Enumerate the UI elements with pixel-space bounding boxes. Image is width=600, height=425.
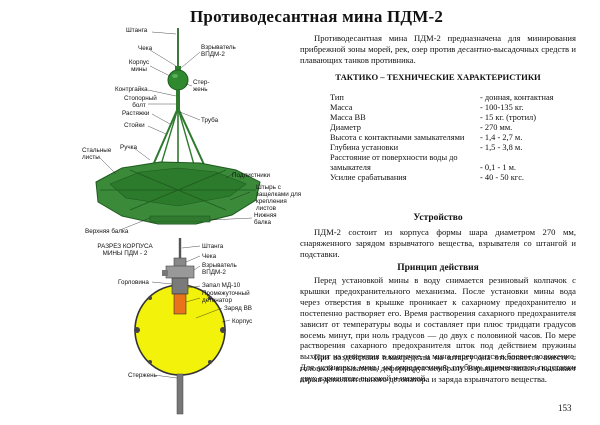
spec-row: Масса ВВ- 15 кг. (тротил) <box>330 112 537 122</box>
principle-heading: Принцип действия <box>397 263 479 273</box>
intro-paragraph: Противодесантная мина ПДМ-2 предназначен… <box>300 33 576 65</box>
label-tube: Труба <box>201 117 219 124</box>
label-lower-beam: Нижняя балка <box>254 212 277 226</box>
section-label-fuze: Взрыватель ВПДМ-2 <box>202 262 237 276</box>
section-label-rod: Штанга <box>202 243 224 250</box>
spec-row: Диаметр- 270 мм. <box>330 122 513 132</box>
fuze-head-shape <box>175 66 181 72</box>
page-number: 153 <box>558 403 572 413</box>
label-stop-bolt: Стопорный болт <box>124 95 157 109</box>
tube-shape <box>176 90 180 112</box>
spec-row: Расстояние от поверхности воды до замыка… <box>330 152 517 172</box>
label-pin: Чека <box>138 45 153 52</box>
label-core: Стер- жень <box>193 79 210 93</box>
label-handle: Ручка <box>120 144 138 151</box>
section-neck-shape <box>171 277 189 295</box>
section-label-shell: Корпус <box>232 318 253 325</box>
mine-assembly-diagram <box>95 28 261 231</box>
spec-row: Тип- донная, контактная <box>330 93 554 102</box>
section-label-detonator-cap: Запал МД-10 <box>202 282 241 289</box>
device-paragraph: ПДМ-2 состоит из корпуса формы шара диам… <box>300 227 576 259</box>
label-fuze: Взрыватель ВПДМ-2 <box>201 44 236 58</box>
section-label-booster: Промежуточный детонатор <box>202 290 250 304</box>
section-label-core: Стержень <box>128 372 157 379</box>
section-label-charge: Заряд ВВ <box>224 305 252 312</box>
spec-row: Глубина установки- 1,5 - 3,8 м. <box>330 142 523 152</box>
label-pads: Подлистники <box>232 172 271 179</box>
label-mine-body: Корпус мины <box>128 59 150 73</box>
spec-row: Масса- 100-135 кг. <box>330 102 524 112</box>
spec-row: Усилие срабатывания- 40 - 50 кгс. <box>330 172 525 182</box>
label-upper-beam: Верхняя балка <box>85 228 129 235</box>
specs-heading: ТАКТИКО – ТЕХНИЧЕСКИЕ ХАРАКТЕРИСТИКИ <box>335 72 541 82</box>
page-title: Противодесантная мина ПДМ-2 <box>190 7 444 26</box>
label-lock-nut: Контргайка <box>115 86 148 93</box>
label-guys: Растяжки <box>122 110 150 117</box>
specs-table: Тип- донная, контактная Масса- 100-135 к… <box>330 93 580 183</box>
section-label-pin: Чека <box>202 253 217 260</box>
principle-paragraph-1: Перед установкой мины в воду снимается р… <box>300 275 576 384</box>
section-label-neck: Горловина <box>118 279 149 286</box>
principle-paragraph-2: При воздействии плавсредства на штангу о… <box>300 352 576 384</box>
spec-row: Высота с контактными замыкателями- 1,4 -… <box>330 132 523 142</box>
section-bottom-rod-shape <box>176 373 184 415</box>
label-pin-latches: Штырь с защелками для крепления листов <box>256 184 302 212</box>
section-detonator-shape <box>173 293 187 315</box>
mine-body-sphere <box>167 69 189 91</box>
device-heading: Устройство <box>413 213 463 223</box>
mine-section-diagram <box>134 238 231 415</box>
label-rod: Штанга <box>126 27 148 34</box>
section-title: РАЗРЕЗ КОРПУСА МИНЫ ПДМ - 2 <box>97 243 153 257</box>
label-posts: Стойки <box>124 122 145 129</box>
label-steel-sheets: Стальные листы <box>82 147 112 161</box>
lower-beam-shape <box>149 215 211 223</box>
